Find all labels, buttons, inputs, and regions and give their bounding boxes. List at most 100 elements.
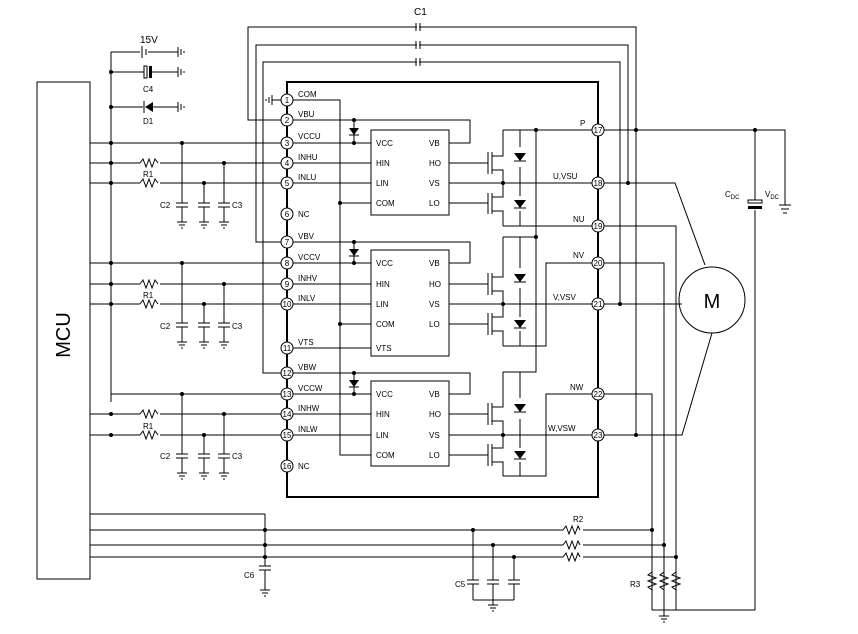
svg-text:VS: VS xyxy=(429,300,440,309)
r2-label: R2 xyxy=(573,515,584,524)
svg-text:HIN: HIN xyxy=(376,159,390,168)
svg-text:6: 6 xyxy=(285,210,290,219)
c6-label: C6 xyxy=(244,571,255,580)
svg-text:HO: HO xyxy=(429,410,441,419)
pin-17-label: P xyxy=(580,119,585,128)
mcu-block xyxy=(36,81,91,580)
svg-text:LIN: LIN xyxy=(376,431,389,440)
svg-text:LIN: LIN xyxy=(376,179,389,188)
pin-1-label: COM xyxy=(298,90,317,99)
driver-v-box xyxy=(370,249,450,357)
pin-6-label: NC xyxy=(298,210,310,219)
svg-text:COM: COM xyxy=(376,451,395,460)
c1-label: C1 xyxy=(414,7,427,18)
svg-text:20: 20 xyxy=(594,259,603,268)
pin-9-label: INHV xyxy=(298,274,318,283)
pin-23-label: W,VSW xyxy=(548,424,576,433)
c3-label-w: C3 xyxy=(232,452,243,461)
pin-8-label: VCCV xyxy=(298,253,321,262)
pin-22-label: NW xyxy=(570,383,584,392)
svg-text:23: 23 xyxy=(594,431,603,440)
r1-label-w: R1 xyxy=(143,422,154,431)
input-signal-wires xyxy=(90,141,287,441)
svg-text:3: 3 xyxy=(285,139,290,148)
mosfet-w-high xyxy=(449,371,526,436)
internal-wires xyxy=(293,99,471,456)
driver-w-box xyxy=(370,380,450,467)
mosfet-v-high xyxy=(449,236,526,305)
pin-2-label: VBU xyxy=(298,110,315,119)
svg-text:LO: LO xyxy=(429,320,440,329)
v15-label: 15V xyxy=(140,35,158,46)
svg-text:LIN: LIN xyxy=(376,300,389,309)
svg-text:COM: COM xyxy=(376,320,395,329)
svg-text:5: 5 xyxy=(285,179,290,188)
c2-c3-caps xyxy=(176,141,230,480)
c2-label-u: C2 xyxy=(160,201,171,210)
pin-15-label: INLW xyxy=(298,425,318,434)
svg-text:8: 8 xyxy=(285,259,290,268)
svg-text:VS: VS xyxy=(429,179,440,188)
pin-21-label: V,VSV xyxy=(553,293,576,302)
c2-label-v: C2 xyxy=(160,322,171,331)
pin-20-label: NV xyxy=(573,251,585,260)
svg-text:VB: VB xyxy=(429,259,440,268)
motor-circle xyxy=(678,266,746,334)
pin-3-label: VCCU xyxy=(298,132,321,141)
pin-7-label: VBV xyxy=(298,232,315,241)
mosfet-u-low xyxy=(449,182,526,227)
r3-label: R3 xyxy=(630,580,641,589)
c2-label-w: C2 xyxy=(160,452,171,461)
pin-18-label: U,VSU xyxy=(553,172,578,181)
svg-text:19: 19 xyxy=(594,222,603,231)
motor-label: M xyxy=(704,291,721,313)
mosfet-u-high xyxy=(449,129,526,184)
svg-text:HO: HO xyxy=(429,159,441,168)
svg-text:7: 7 xyxy=(285,238,290,247)
svg-text:VB: VB xyxy=(429,390,440,399)
pin-14-label: INHW xyxy=(298,404,320,413)
pin-13-label: VCCW xyxy=(298,384,323,393)
r1-label-v: R1 xyxy=(143,291,154,300)
svg-text:14: 14 xyxy=(283,410,292,419)
c5-label: C5 xyxy=(455,580,466,589)
pin-5-label: INLU xyxy=(298,173,316,182)
left-pins: 1 COM 2 VBU 3 VCCU 4 INHU 5 INLU 6 NC 7 … xyxy=(280,90,323,473)
c3-label-u: C3 xyxy=(232,201,243,210)
bootstrap-c1-wires xyxy=(247,22,637,374)
svg-text:VCC: VCC xyxy=(376,390,393,399)
mosfet-v-low xyxy=(449,303,526,347)
svg-text:11: 11 xyxy=(283,344,292,353)
right-pins: 17 P 18 U,VSU 19 NU 20 NV 21 V,VSV 22 NW… xyxy=(548,119,605,442)
pin-10-label: INLV xyxy=(298,294,316,303)
svg-text:15: 15 xyxy=(283,431,292,440)
r1-label-u: R1 xyxy=(143,170,154,179)
svg-text:HIN: HIN xyxy=(376,280,390,289)
svg-text:16: 16 xyxy=(283,462,292,471)
bottom-wiring xyxy=(90,513,682,623)
svg-text:12: 12 xyxy=(283,369,292,378)
cdc-label: CDC xyxy=(725,190,740,201)
svg-text:1: 1 xyxy=(285,96,290,105)
svg-text:17: 17 xyxy=(594,126,603,135)
pin-16-label: NC xyxy=(298,462,310,471)
svg-text:VTS: VTS xyxy=(376,344,392,353)
svg-text:10: 10 xyxy=(283,300,292,309)
c4-label: C4 xyxy=(143,85,154,94)
svg-text:9: 9 xyxy=(285,280,290,289)
pin-12-label: VBW xyxy=(298,363,317,372)
mcu-label: MCU xyxy=(53,312,75,358)
pin-19-label: NU xyxy=(573,215,585,224)
svg-text:VCC: VCC xyxy=(376,139,393,148)
pin-11-label: VTS xyxy=(298,338,314,347)
svg-text:COM: COM xyxy=(376,199,395,208)
pin-4-label: INHU xyxy=(298,153,318,162)
svg-text:18: 18 xyxy=(594,179,603,188)
svg-text:13: 13 xyxy=(283,390,292,399)
svg-text:VB: VB xyxy=(429,139,440,148)
svg-text:VCC: VCC xyxy=(376,259,393,268)
d1-label: D1 xyxy=(143,117,154,126)
